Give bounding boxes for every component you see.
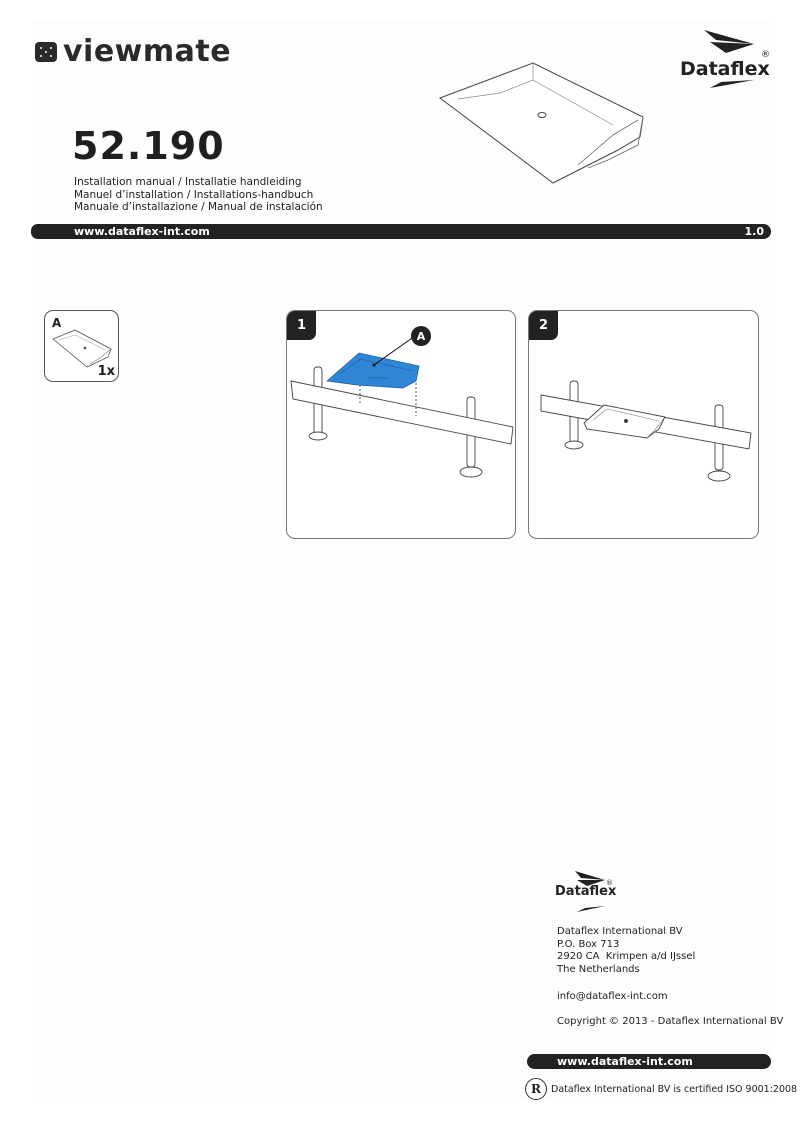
svg-text:A: A <box>417 330 426 343</box>
viewmate-logo-icon <box>35 42 57 62</box>
address-line: The Netherlands <box>557 963 640 975</box>
registered-mark: ® <box>761 50 770 60</box>
copyright-notice: Copyright © 2013 - Dataflex Internationa… <box>557 1016 784 1027</box>
iso-seal-icon: R <box>525 1078 547 1100</box>
tray-illustration <box>438 62 644 184</box>
iso-statement: Dataflex International BV is certified I… <box>551 1083 798 1095</box>
subtitle-line: Installation manual / Installatie handle… <box>74 176 302 188</box>
tray-part-icon <box>52 329 112 368</box>
footer-bar: www.dataflex-int.com <box>527 1054 771 1069</box>
subtitle-line: Manuale d’installazione / Manual de inst… <box>74 201 323 213</box>
iso-certification: R Dataflex International BV is certified… <box>525 1078 797 1100</box>
address-line: P.O. Box 713 <box>557 938 620 950</box>
registered-mark: ® <box>606 879 613 887</box>
step-1-illustration: A <box>290 326 514 478</box>
viewmate-logo: viewmate <box>35 34 232 69</box>
dataflex-logo: Dataflex ® <box>676 28 776 92</box>
dataflex-wordmark: Dataflex <box>680 58 770 80</box>
website-link[interactable]: www.dataflex-int.com <box>74 225 210 238</box>
address-line: 2920 CA Krimpen a/d IJssel <box>557 951 696 962</box>
subtitle-line: Manuel d’installation / Installations-ha… <box>74 188 314 201</box>
step-2-illustration <box>540 380 752 482</box>
part-quantity: 1x <box>97 364 115 379</box>
callout-a-icon <box>411 326 431 346</box>
step-1-panel: A 1 <box>286 310 516 539</box>
dataflex-swoosh-icon <box>704 30 754 88</box>
page-background <box>30 20 775 1102</box>
step-2-panel: 2 <box>528 310 759 539</box>
highlighted-tray-a <box>326 352 420 389</box>
address-line: Dataflex International BV <box>557 926 683 937</box>
step-number: 2 <box>529 311 558 340</box>
website-link[interactable]: www.dataflex-int.com <box>557 1055 693 1068</box>
step-number: 1 <box>287 311 316 340</box>
model-number: 52.190 <box>72 124 225 168</box>
dataflex-swoosh-icon <box>575 871 605 912</box>
manual-subtitles: Installation manual / Installatie handle… <box>74 176 323 214</box>
parts-list-item-a: A 1x <box>44 310 119 382</box>
footer-dataflex-logo: Dataflex ® <box>555 870 625 912</box>
dataflex-wordmark: Dataflex <box>555 884 617 899</box>
viewmate-wordmark: viewmate <box>63 34 232 69</box>
version-label: 1.0 <box>744 225 765 238</box>
part-letter: A <box>52 316 62 330</box>
contact-email[interactable]: info@dataflex-int.com <box>557 991 668 1002</box>
header-bar: www.dataflex-int.com 1.0 <box>31 224 771 239</box>
company-address: Dataflex International BV P.O. Box 713 2… <box>557 926 695 976</box>
